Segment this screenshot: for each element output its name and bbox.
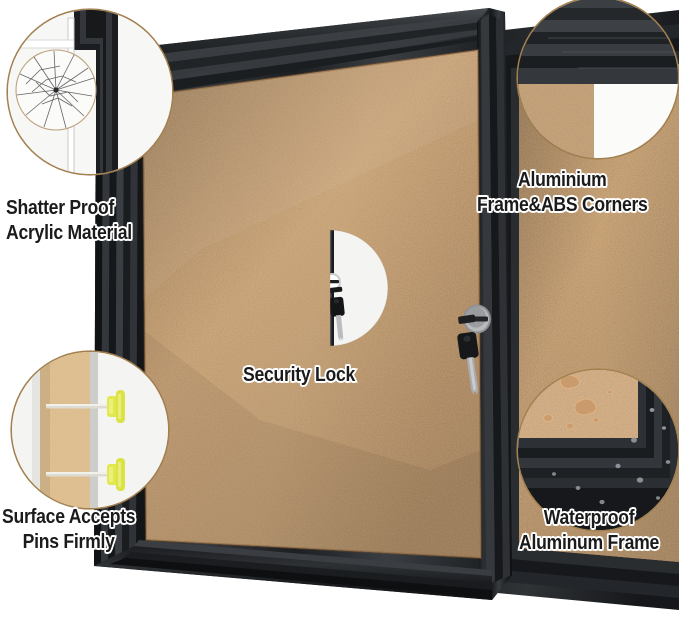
push-pin-upper xyxy=(46,390,125,423)
water-droplets-icon xyxy=(518,370,678,530)
callout-aluminium-frame xyxy=(518,0,678,158)
callout-waterproof-frame xyxy=(518,370,678,530)
shattered-acrylic-icon xyxy=(8,10,172,174)
callout-surface-accepts-pins xyxy=(12,352,168,508)
push-pin-cross-section-icon xyxy=(12,352,168,508)
frame-corner-icon xyxy=(518,0,678,158)
droplets-on-frame xyxy=(552,408,671,505)
callout-shatter-proof xyxy=(8,10,172,174)
security-lock-magnifier xyxy=(330,230,388,346)
cylinder-lock-with-keys xyxy=(457,304,491,396)
push-pin-lower xyxy=(46,458,125,491)
